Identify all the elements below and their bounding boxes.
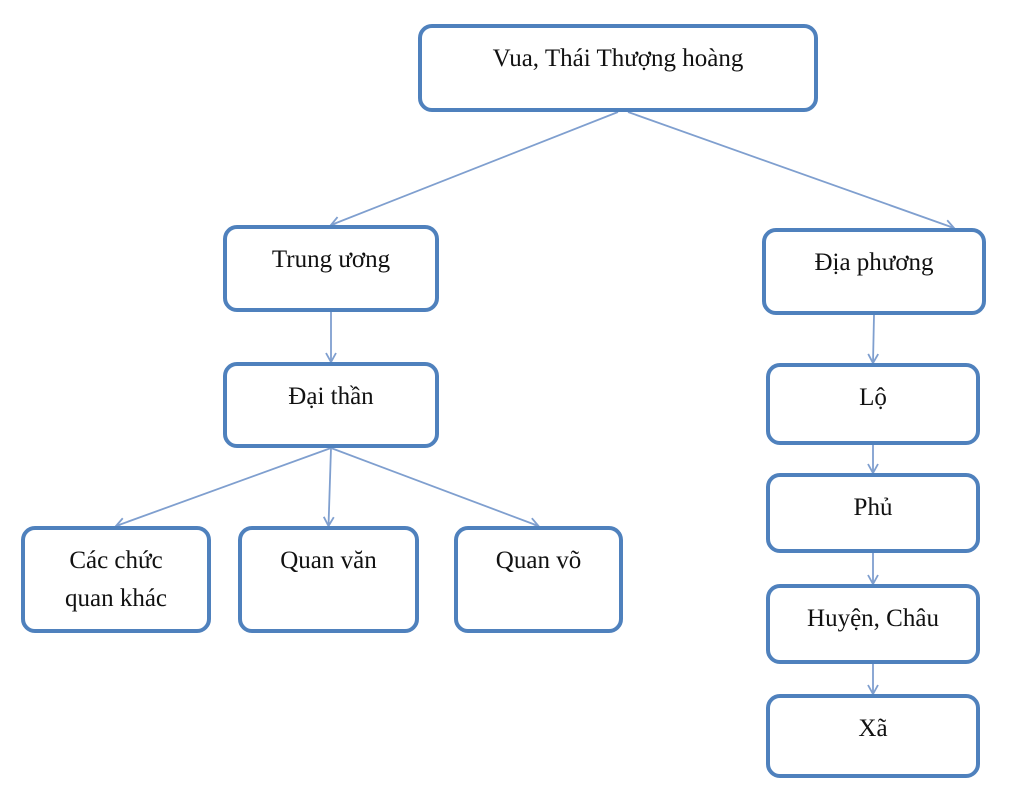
arrow-grand-officials-to-civil-officials	[322, 447, 335, 528]
node-civil-officials: Quan văn	[238, 526, 419, 633]
node-label: Huyện, Châu	[807, 605, 939, 632]
node-label: Địa phương	[814, 249, 934, 276]
arrow-local-to-lo	[867, 314, 879, 365]
node-label: Quan võ	[495, 547, 582, 574]
node-label: Lộ	[859, 384, 887, 411]
node-huyen-chau: Huyện, Châu	[766, 584, 980, 664]
arrow-grand-officials-to-other-offices	[114, 447, 332, 529]
node-grand-officials: Đại thần	[223, 362, 439, 448]
node-central: Trung ương	[223, 225, 439, 312]
node-label: Phủ	[853, 494, 893, 521]
node-label: Các chức quan khác	[64, 547, 168, 612]
arrow-grand-officials-to-military-officials	[330, 447, 541, 529]
node-label: Trung ương	[271, 246, 391, 273]
node-local: Địa phương	[762, 228, 986, 315]
node-label: Đại thần	[288, 383, 374, 410]
node-military-officials: Quan võ	[454, 526, 623, 633]
node-label: Vua, Thái Thượng hoàng	[492, 45, 744, 72]
node-other-offices: Các chức quan khác	[21, 526, 211, 633]
arrow-root-to-local	[627, 111, 956, 231]
arrow-root-to-central	[329, 111, 619, 228]
node-lo: Lộ	[766, 363, 980, 445]
node-xa: Xã	[766, 694, 980, 778]
node-label: Xã	[858, 715, 888, 742]
node-phu: Phủ	[766, 473, 980, 553]
node-root-king: Vua, Thái Thượng hoàng	[418, 24, 818, 112]
node-label: Quan văn	[280, 547, 377, 574]
